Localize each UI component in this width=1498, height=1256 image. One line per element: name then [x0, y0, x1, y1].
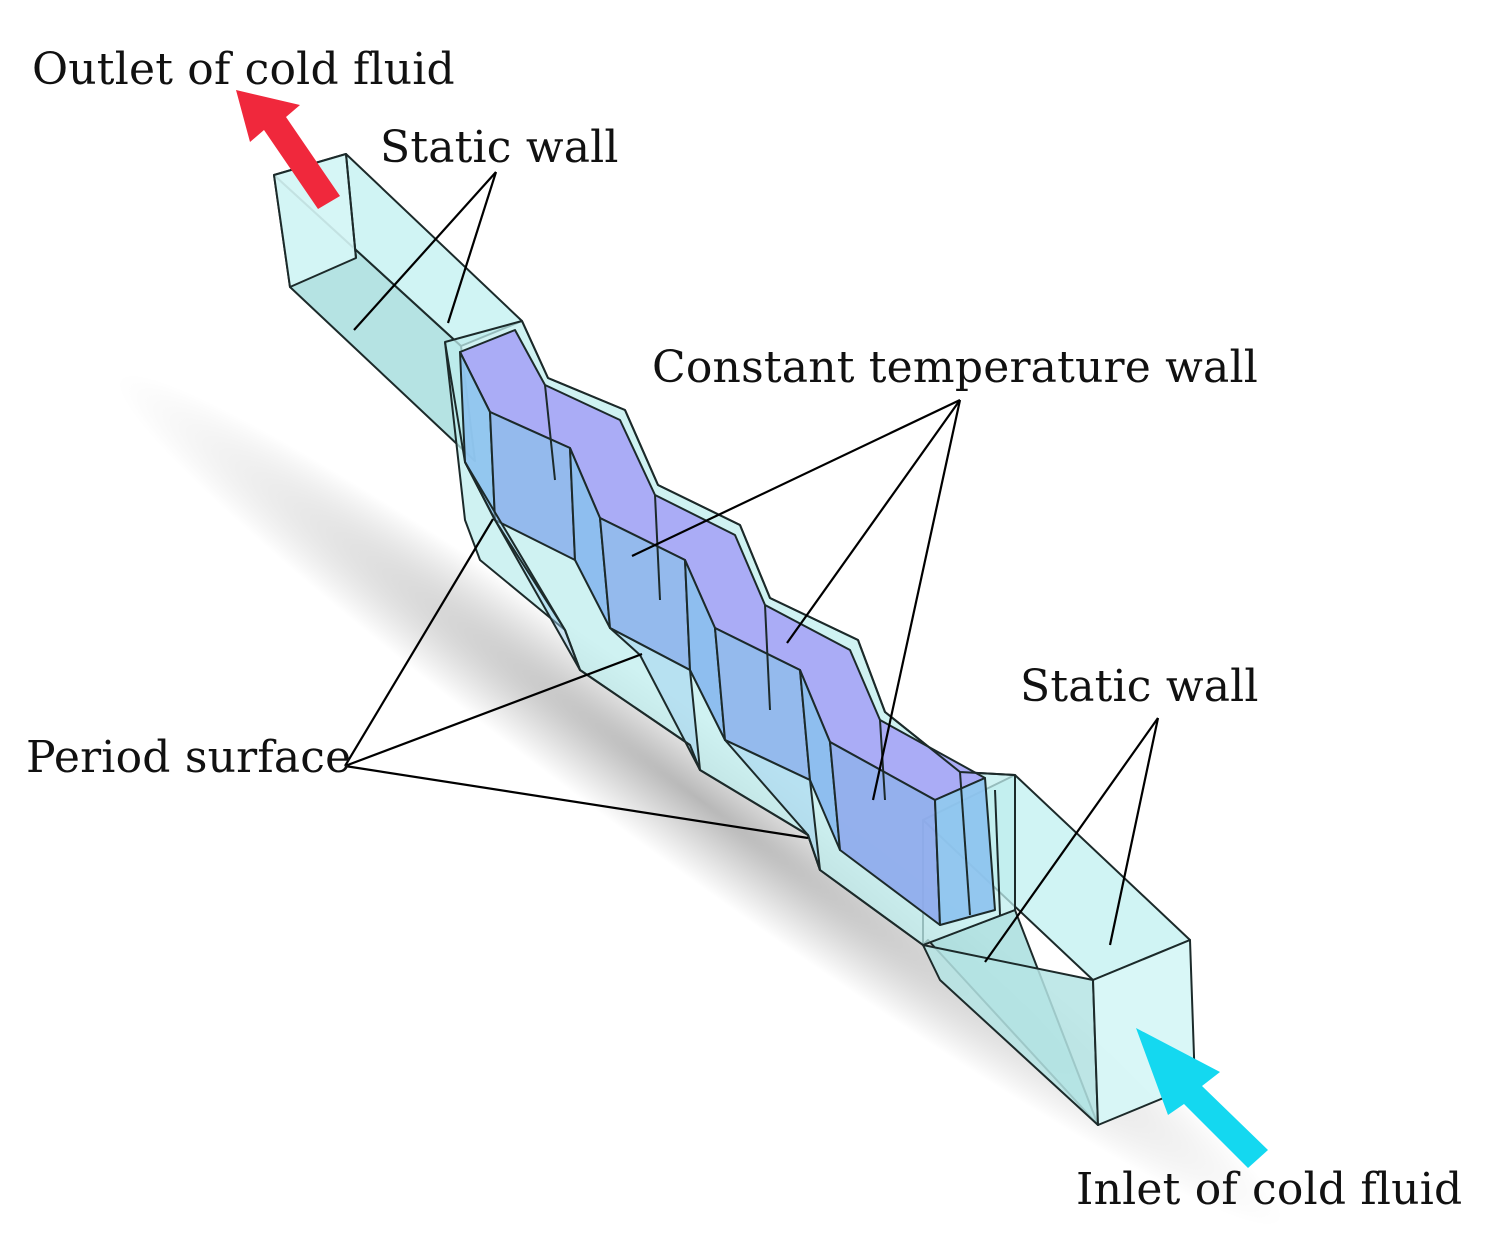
- period-surface-label: Period surface: [26, 732, 352, 783]
- drop-shadow: [116, 373, 1284, 1227]
- constant-temperature-wall-label: Constant temperature wall: [652, 342, 1259, 393]
- inlet-label: Inlet of cold fluid: [1076, 1164, 1463, 1215]
- outlet-arrow: [236, 90, 340, 209]
- outlet-label: Outlet of cold fluid: [32, 44, 455, 95]
- inlet-arrow: [1136, 1028, 1268, 1168]
- outlet-duct: [273, 153, 523, 462]
- static-wall-top-label: Static wall: [380, 122, 619, 173]
- static-wall-bottom-label: Static wall: [1020, 661, 1259, 712]
- leader-lines: [344, 171, 1160, 963]
- heated-section: [444, 320, 1016, 946]
